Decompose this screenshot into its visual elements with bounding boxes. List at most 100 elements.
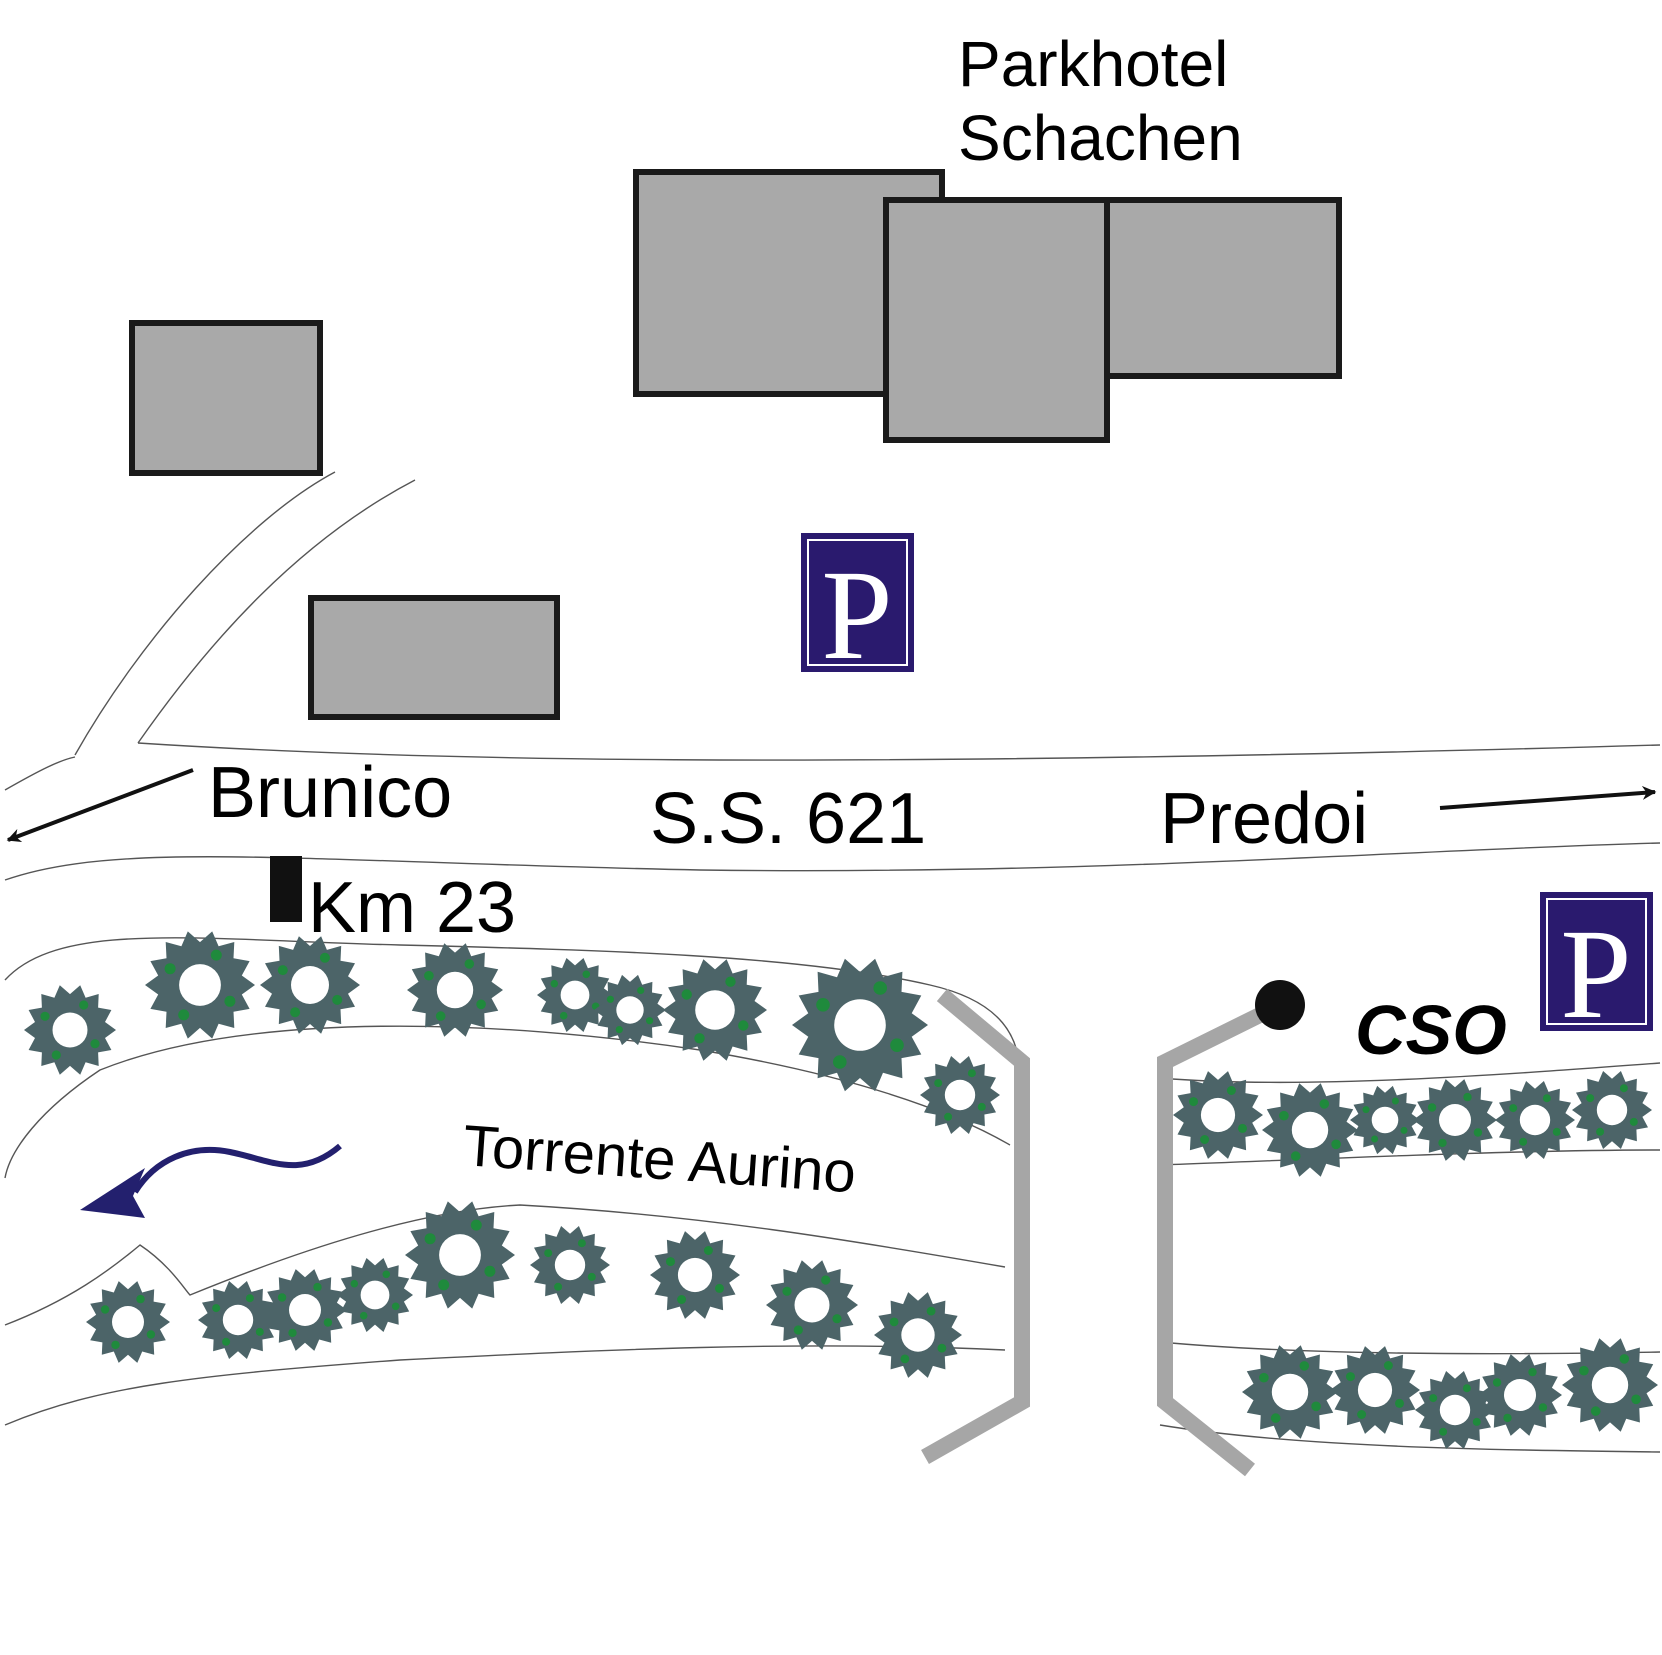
tree-center [360, 1280, 390, 1310]
tree-leaf [1427, 1103, 1437, 1112]
tree-leaf [100, 1305, 110, 1314]
tree-center [560, 980, 590, 1010]
tree-leaf [694, 1033, 705, 1044]
tree-leaf [582, 970, 591, 979]
label-predoi: Predoi [1160, 779, 1368, 859]
tree-leaf [703, 1246, 713, 1255]
label-road: S.S. 621 [650, 779, 926, 859]
arrow-east-icon [1439, 785, 1657, 810]
tree-leaf [615, 1026, 623, 1034]
tree-center [436, 971, 474, 1009]
tree-leaf [359, 1311, 368, 1320]
tree-leaf [1590, 1406, 1601, 1416]
tree-leaf [245, 1294, 254, 1303]
tree-leaf [944, 1112, 953, 1121]
tree-leaf [1346, 1372, 1355, 1382]
tree-leaf [1503, 1413, 1512, 1423]
hotel-wing-center [883, 197, 1110, 443]
tree-center [1439, 1104, 1471, 1136]
tree-leaf [934, 1079, 943, 1088]
tree-leaf [1383, 1361, 1393, 1370]
tree-leaf [1462, 1384, 1471, 1393]
tree-center [1591, 1366, 1629, 1404]
tree-leaf [725, 976, 736, 987]
tree-leaf [424, 1233, 436, 1245]
tree-leaf [146, 1330, 156, 1339]
tree-center [794, 1287, 830, 1323]
tree-leaf [1438, 1138, 1447, 1148]
tree-leaf [319, 952, 330, 963]
tree-leaf [255, 1327, 264, 1336]
tree-leaf [288, 1328, 297, 1338]
main-road [4, 742, 1661, 881]
parking-label: P [1560, 903, 1631, 1045]
tree-center [1200, 1097, 1236, 1133]
tree-leaf [977, 1102, 986, 1111]
tree-center [616, 996, 644, 1024]
tree-center [695, 990, 735, 1030]
tree-leaf [1238, 1123, 1247, 1133]
parking-icon: P [1540, 892, 1653, 1045]
tree-leaf [435, 1011, 446, 1021]
tree-leaf [816, 998, 830, 1012]
tree-leaf [606, 995, 615, 1003]
tree-center [289, 1294, 321, 1326]
tree-leaf [1279, 1110, 1289, 1121]
tree-center [1357, 1372, 1393, 1408]
tree-leaf [738, 1020, 749, 1031]
tree-leaf [900, 1354, 910, 1364]
buildings [129, 169, 1342, 720]
tree-leaf [967, 1069, 976, 1078]
tree-leaf [1226, 1086, 1236, 1095]
tree-leaf [1619, 1084, 1628, 1093]
tree-leaf [1371, 1135, 1379, 1143]
tree-leaf [51, 1050, 61, 1060]
tree-leaf [1189, 1097, 1198, 1107]
tree-center [554, 1249, 586, 1281]
tree-leaf [1391, 1097, 1399, 1105]
tree-leaf [1362, 1106, 1370, 1114]
building-small [308, 595, 560, 720]
tree-leaf [277, 965, 288, 976]
tree-leaf [677, 1295, 687, 1304]
tree-center [901, 1318, 935, 1352]
label-km: Km 23 [308, 868, 516, 948]
tree-leaf [470, 1219, 482, 1231]
arrow-west-icon [6, 768, 194, 843]
tree-center [112, 1306, 144, 1338]
tree-leaf [550, 979, 559, 988]
tree-leaf [544, 1249, 553, 1258]
tree-leaf [178, 1009, 190, 1021]
tree-leaf [873, 981, 887, 995]
tree-leaf [782, 1286, 792, 1296]
building-west [129, 320, 323, 476]
tree-leaf [332, 994, 343, 1005]
tree-leaf [1319, 1099, 1330, 1109]
label-cso: CSO [1355, 991, 1507, 1069]
tree-leaf [277, 1293, 287, 1302]
tree-center [944, 1079, 976, 1111]
tree-leaf [424, 970, 434, 981]
tree-leaf [111, 1340, 120, 1350]
tree-leaf [1200, 1135, 1210, 1144]
tree-leaf [1552, 1127, 1561, 1136]
tree-leaf [476, 999, 486, 1010]
tree-leaf [1519, 1137, 1528, 1146]
tree-leaf [1596, 1127, 1605, 1136]
tree-leaf [136, 1294, 145, 1304]
hotel-name-line2: Schachen [958, 102, 1243, 174]
tree-leaf [1509, 1104, 1518, 1113]
tree-leaf [382, 1270, 391, 1279]
tree-leaf [210, 949, 222, 961]
tree-center [52, 1012, 88, 1048]
parking-icon: P [801, 533, 914, 686]
tree-leaf [1629, 1117, 1638, 1126]
tree-leaf [587, 1272, 596, 1281]
tree-leaf [323, 1318, 333, 1327]
tree-center [1519, 1104, 1551, 1136]
tree-leaf [1395, 1398, 1404, 1408]
tree-leaf [40, 1011, 50, 1021]
tree-center [179, 964, 221, 1006]
tree-leaf [464, 959, 475, 969]
